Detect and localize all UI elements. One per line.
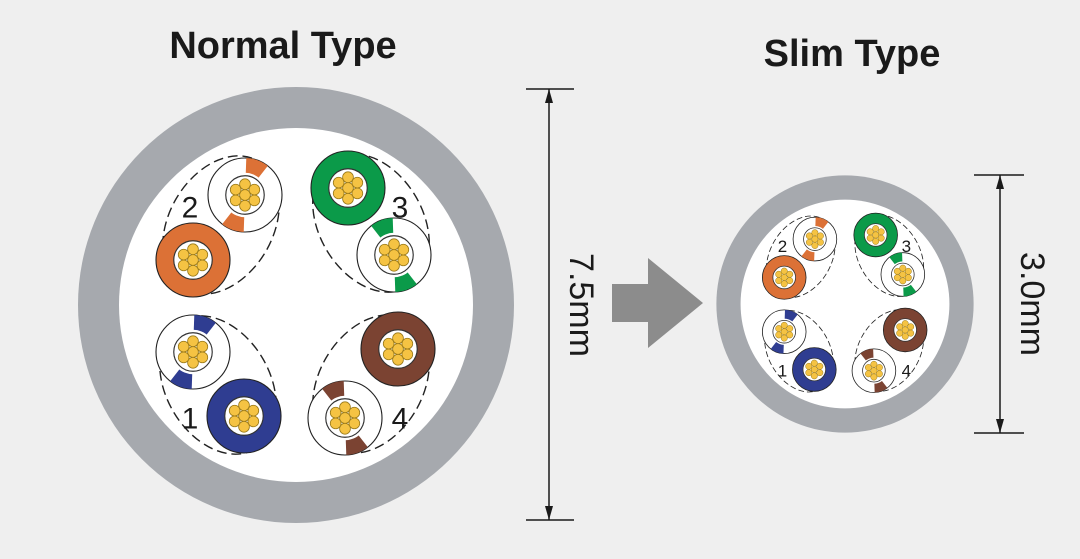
normal-dimension-label: 7.5mm xyxy=(562,253,600,357)
slim-pair-3-solid-wire-core xyxy=(863,223,888,247)
arrow-right-icon xyxy=(612,258,703,348)
normal-pair-2-solid-wire-core xyxy=(173,240,213,280)
slim-pair-4-stripe-wire-core xyxy=(862,358,886,383)
slim-pair-4-solid-wire-core xyxy=(893,318,917,342)
normal-pair-2-label: 2 xyxy=(182,192,199,225)
normal-pair-3-stripe-wire xyxy=(356,217,432,293)
slim-dimension-line xyxy=(974,174,1024,434)
normal-pair-4-stripe-wire xyxy=(307,380,383,456)
slim-pair-4-label: 4 xyxy=(902,362,911,381)
slim-pair-1-solid-wire xyxy=(792,347,837,392)
slim-pair-1-label: 1 xyxy=(778,362,787,381)
slim-pair-1-stripe-wire-core xyxy=(772,319,796,344)
slim-pair-4-stripe-wire xyxy=(851,348,897,393)
slim-pair-1: 1 xyxy=(761,309,837,393)
normal-pair-1-label: 1 xyxy=(182,403,199,436)
normal-pair-3-solid-wire-core xyxy=(328,168,368,208)
normal-pair-2-stripe-wire xyxy=(207,157,283,233)
normal-pair-4-label: 4 xyxy=(392,403,409,436)
slim-pair-2-stripe-wire xyxy=(792,216,838,262)
normal-pair-1: 1 xyxy=(155,314,282,455)
normal-pair-3: 3 xyxy=(310,150,432,293)
slim-pair-1-stripe-wire xyxy=(761,309,807,354)
normal-pair-4-solid-wire xyxy=(360,311,436,387)
normal-type-title: Normal Type xyxy=(169,25,396,67)
normal-pair-2: 2 xyxy=(155,155,283,298)
slim-pair-2-label: 2 xyxy=(778,237,787,256)
slim-pair-2-solid-wire-core xyxy=(772,265,796,290)
normal-pair-1-solid-wire-core xyxy=(224,396,264,436)
normal-pair-4-solid-wire-core xyxy=(378,329,418,369)
normal-dimension-line xyxy=(526,88,574,521)
slim-pair-3-stripe-wire-core xyxy=(891,262,915,287)
slim-jacket-inner xyxy=(740,199,950,409)
slim-pair-4: 4 xyxy=(851,307,928,393)
slim-pair-2-stripe-wire-core xyxy=(803,227,827,251)
slim-pair-4-solid-wire xyxy=(882,307,928,353)
slim-type-title: Slim Type xyxy=(764,33,941,75)
slim-pair-2-solid-wire xyxy=(761,255,807,300)
normal-pair-4: 4 xyxy=(307,311,436,456)
normal-pair-2-stripe-wire-core xyxy=(225,175,265,215)
slim-pair-3: 3 xyxy=(853,212,926,297)
normal-pair-3-stripe-wire-core xyxy=(374,235,414,275)
slim-pair-3-solid-wire xyxy=(853,212,898,258)
slim-pair-2: 2 xyxy=(761,215,838,300)
normal-jacket-inner xyxy=(119,128,473,482)
normal-pair-2-solid-wire xyxy=(155,222,231,298)
normal-pair-4-stripe-wire-core xyxy=(325,398,365,438)
normal-cable-cross-section: 1 2 3 4 xyxy=(78,87,514,523)
slim-pair-3-stripe-wire xyxy=(880,252,926,297)
normal-pair-3-solid-wire xyxy=(310,150,386,226)
slim-cable-cross-section: 1 2 3 4 xyxy=(716,175,974,433)
normal-pair-3-label: 3 xyxy=(392,192,409,225)
slim-pair-3-label: 3 xyxy=(902,237,911,256)
normal-pair-1-stripe-wire-core xyxy=(173,332,213,372)
normal-pair-1-solid-wire xyxy=(206,378,282,454)
normal-pair-1-stripe-wire xyxy=(155,314,231,390)
slim-pair-1-solid-wire-core xyxy=(802,357,827,382)
slim-dimension-label: 3.0mm xyxy=(1013,252,1051,356)
